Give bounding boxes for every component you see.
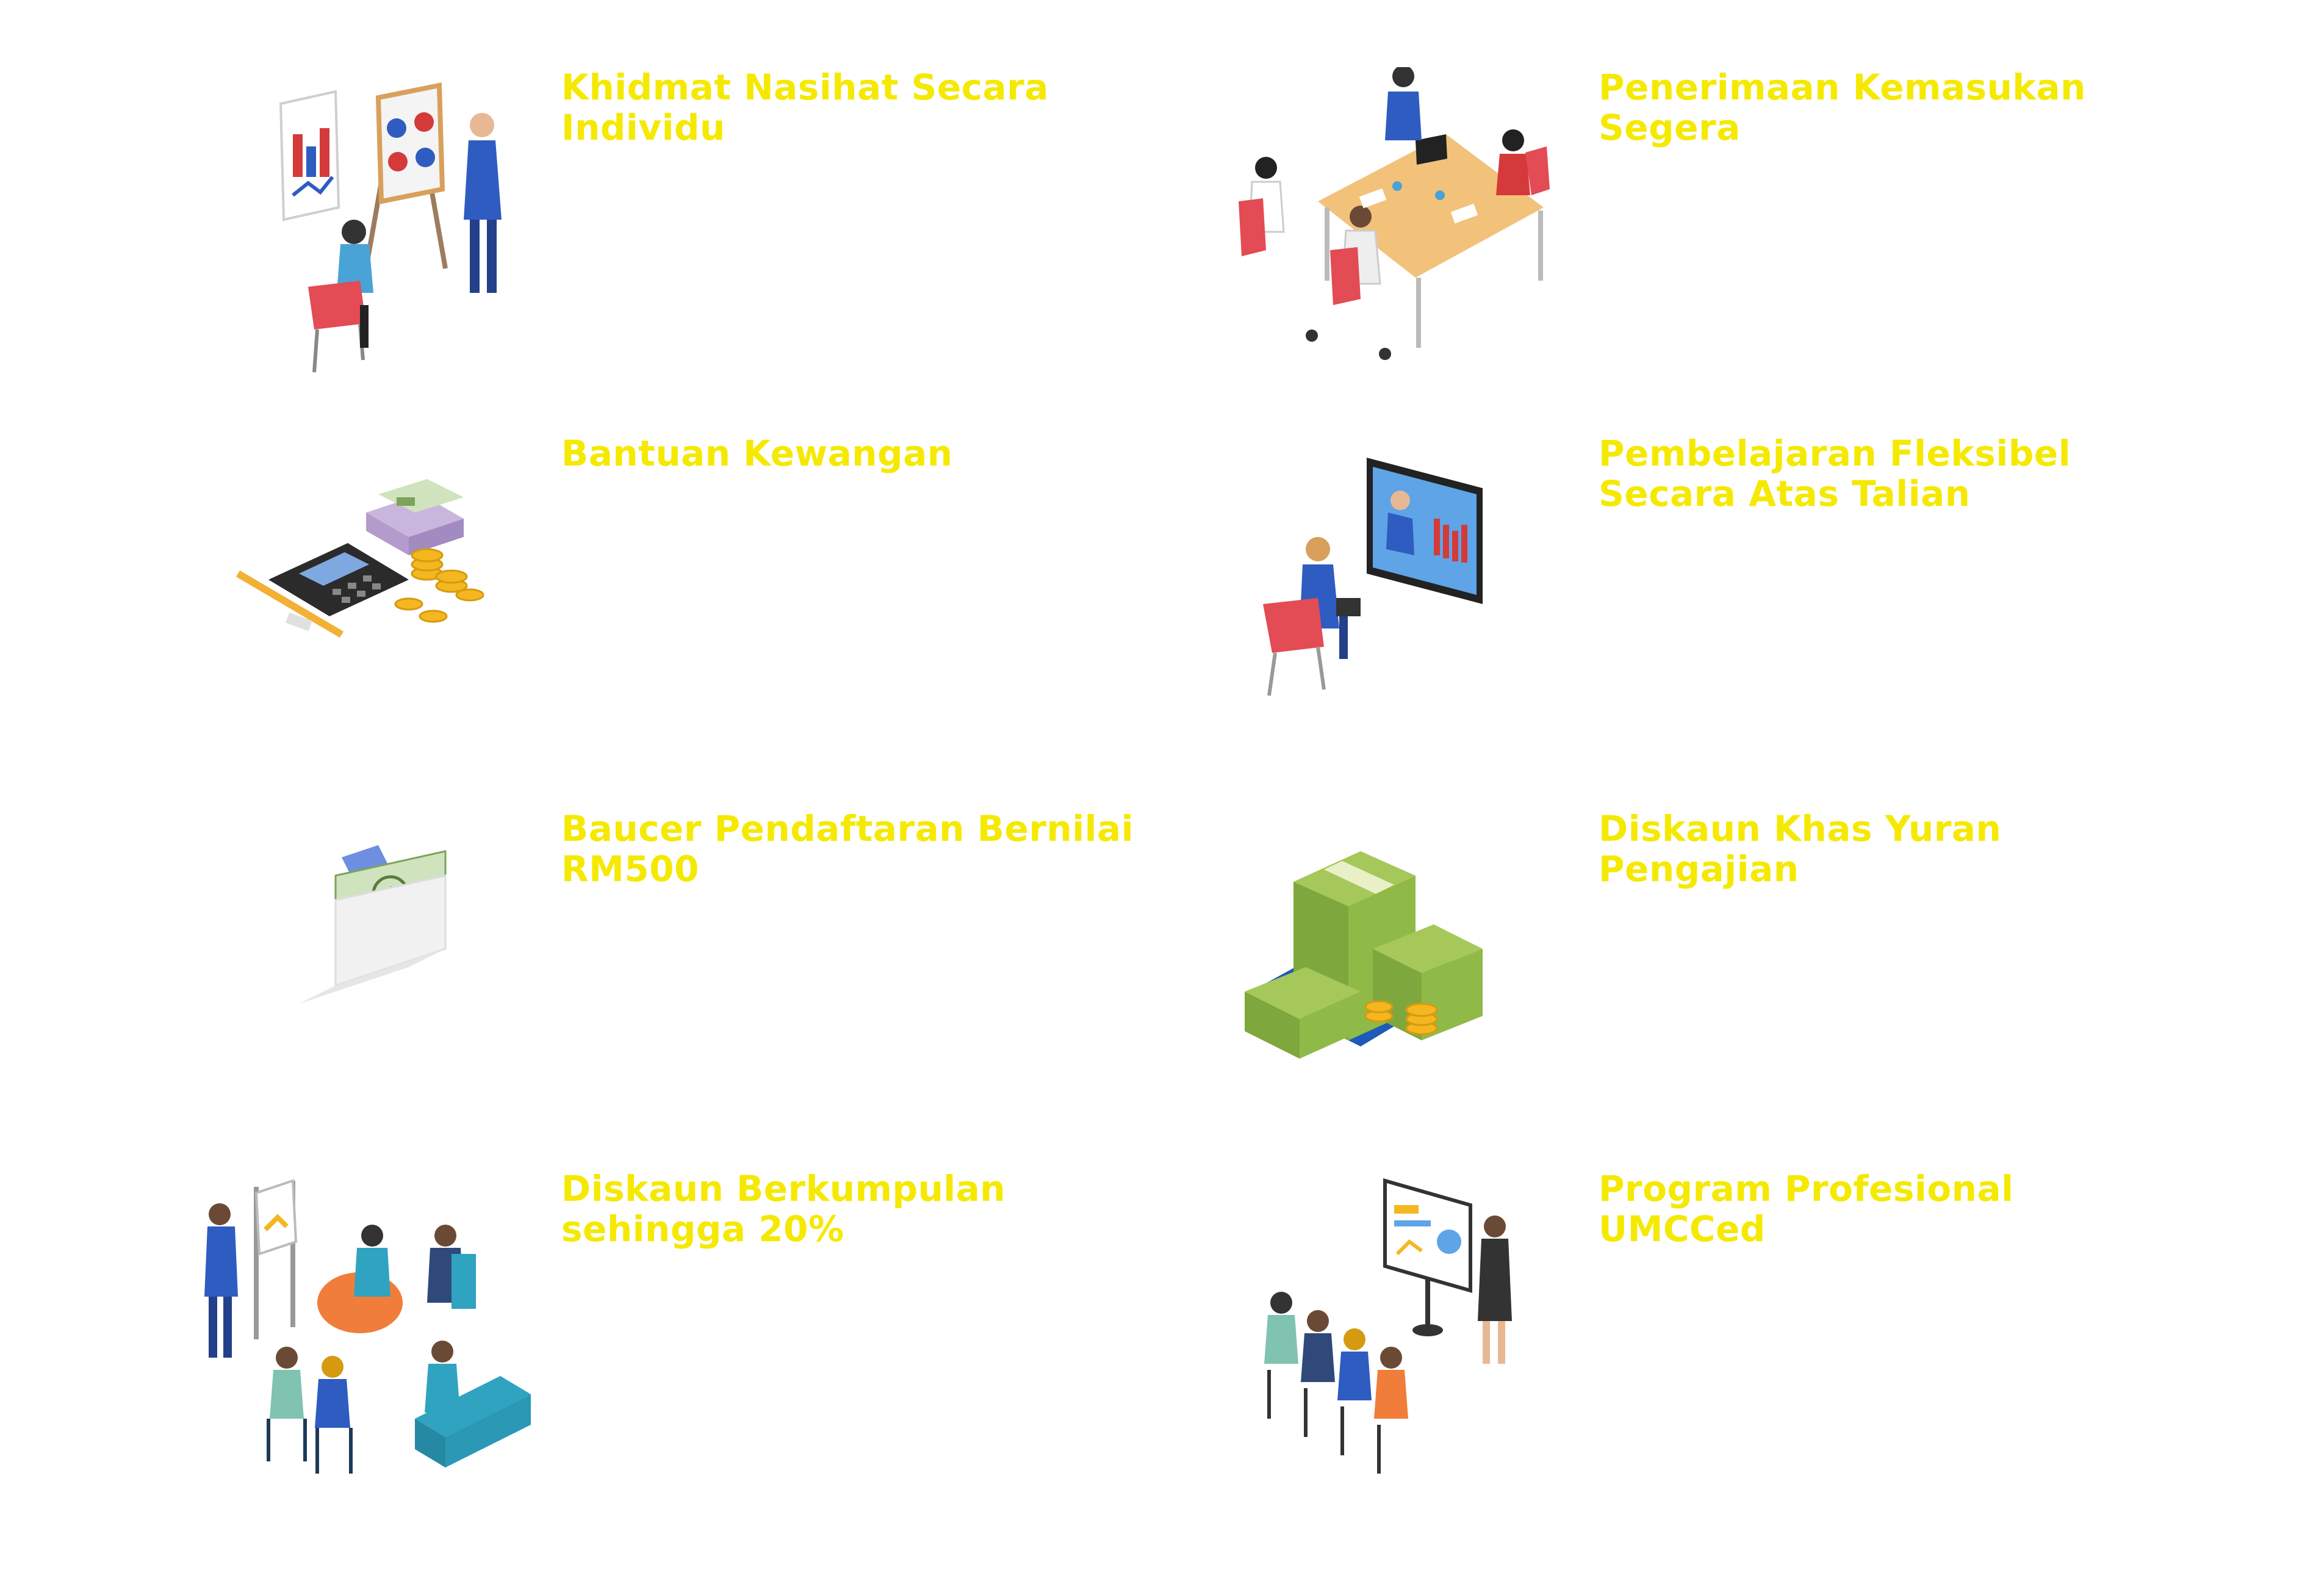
benefit-title-flexible-online-learning: Pembelajaran Fleksibel Secara Atas Talia… <box>1599 433 2071 514</box>
online-learning-icon <box>1239 433 1592 763</box>
cash-stacks-icon <box>1239 808 1592 1138</box>
presentation-audience-icon <box>1239 1168 1592 1498</box>
benefit-title-financial-aid: Bantuan Kewangan <box>561 433 953 474</box>
individual-consultation-icon <box>201 67 555 397</box>
benefit-card-flexible-online-learning: Pembelajaran Fleksibel Secara Atas Talia… <box>1239 433 2276 763</box>
benefit-card-special-tuition-discount: Diskaun Khas Yuran Pengajian <box>1239 808 2276 1138</box>
voucher-envelope-icon: $ <box>201 808 555 1138</box>
benefit-card-immediate-admission: Penerimaan Kemasukan Segera <box>1239 67 2276 397</box>
benefit-card-registration-voucher: $ Baucer Pendaftaran Bernilai RM500 <box>201 808 1239 1138</box>
benefit-card-financial-aid: Bantuan Kewangan <box>201 433 1239 763</box>
benefit-title-registration-voucher: Baucer Pendaftaran Bernilai RM500 <box>561 808 1134 890</box>
benefit-card-professional-program: Program Profesional UMCCed <box>1239 1168 2276 1498</box>
meeting-table-icon <box>1239 67 1592 397</box>
group-discussion-icon <box>201 1168 555 1498</box>
benefit-title-professional-program: Program Profesional UMCCed <box>1599 1168 2014 1250</box>
benefit-card-group-discount: Diskaun Berkumpulan sehingga 20% <box>201 1168 1239 1498</box>
benefit-title-special-tuition-discount: Diskaun Khas Yuran Pengajian <box>1599 808 2002 890</box>
benefit-title-group-discount: Diskaun Berkumpulan sehingga 20% <box>561 1168 1006 1250</box>
benefit-card-individual-consultation: Khidmat Nasihat Secara Individu <box>201 67 1239 397</box>
benefit-title-immediate-admission: Penerimaan Kemasukan Segera <box>1599 67 2086 148</box>
calculator-money-icon <box>201 433 555 763</box>
benefit-title-individual-consultation: Khidmat Nasihat Secara Individu <box>561 67 1049 148</box>
